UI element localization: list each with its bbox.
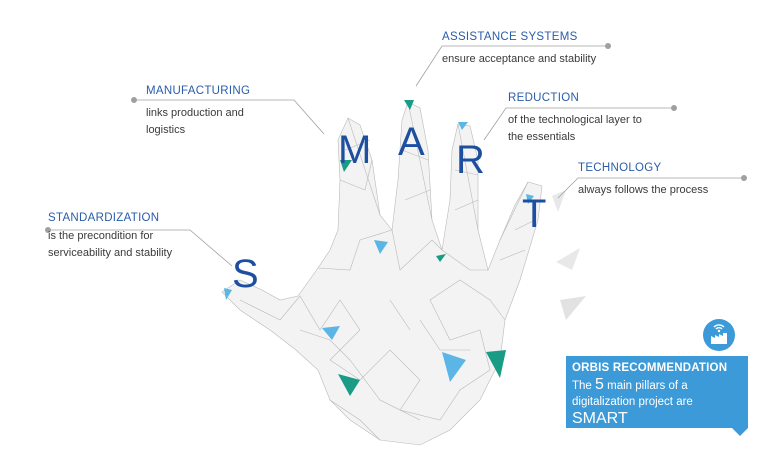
callout-title: MANUFACTURING bbox=[146, 85, 251, 97]
callout-title: REDUCTION bbox=[508, 92, 580, 104]
callout-line: logistics bbox=[146, 124, 186, 136]
callout-title: STANDARDIZATION bbox=[48, 212, 160, 224]
callout-line: always follows the process bbox=[578, 184, 709, 196]
callout-body: ensure acceptance and stability bbox=[442, 51, 596, 68]
colored-facets bbox=[224, 100, 586, 396]
callout-line: of the technological layer to bbox=[508, 114, 642, 126]
callout-line: is the precondition for bbox=[48, 230, 154, 242]
recommendation-pointer bbox=[732, 428, 748, 436]
callout-body: always follows the process bbox=[578, 182, 708, 199]
callout-body: links production and logistics bbox=[146, 105, 250, 139]
recommendation-text: The 5 main pillars of a digitalization p… bbox=[572, 377, 742, 428]
recommendation-text-line2: digitalization project are bbox=[572, 396, 693, 408]
letter-s: S bbox=[232, 252, 259, 296]
recommendation-number: 5 bbox=[595, 376, 604, 393]
callout-body: is the precondition for serviceability a… bbox=[48, 228, 172, 262]
callout-line: the essentials bbox=[508, 131, 576, 143]
callout-line: ensure acceptance and stability bbox=[442, 53, 597, 65]
factory-wifi-icon bbox=[703, 319, 735, 351]
letter-t: T bbox=[522, 192, 547, 236]
leader-lines bbox=[48, 45, 744, 267]
leader-dots bbox=[45, 43, 747, 233]
recommendation-keyword: SMART bbox=[572, 410, 628, 427]
recommendation-box: ORBIS RECOMMENDATION The 5 main pillars … bbox=[566, 356, 748, 428]
letter-a: A bbox=[398, 120, 425, 164]
callout-line: serviceability and stability bbox=[48, 247, 173, 259]
callout-line: links production and bbox=[146, 107, 244, 119]
callout-standardization: STANDARDIZATION is the precondition for … bbox=[48, 212, 172, 262]
callout-assistance-systems: ASSISTANCE SYSTEMS ensure acceptance and… bbox=[442, 31, 596, 68]
letter-r: R bbox=[456, 138, 485, 182]
callout-manufacturing: MANUFACTURING links production and logis… bbox=[146, 85, 250, 139]
callout-reduction: REDUCTION of the technological layer to … bbox=[508, 92, 642, 146]
callout-body: of the technological layer to the essent… bbox=[508, 112, 642, 146]
recommendation-text-pre: The bbox=[572, 380, 592, 392]
hand-mesh bbox=[221, 101, 543, 446]
callout-title: TECHNOLOGY bbox=[578, 162, 662, 174]
recommendation-title: ORBIS RECOMMENDATION bbox=[572, 362, 728, 374]
callout-title: ASSISTANCE SYSTEMS bbox=[442, 31, 578, 43]
letter-m: M bbox=[338, 128, 372, 172]
callout-technology: TECHNOLOGY always follows the process bbox=[578, 162, 708, 199]
recommendation-text-post: main pillars of a bbox=[607, 380, 688, 392]
